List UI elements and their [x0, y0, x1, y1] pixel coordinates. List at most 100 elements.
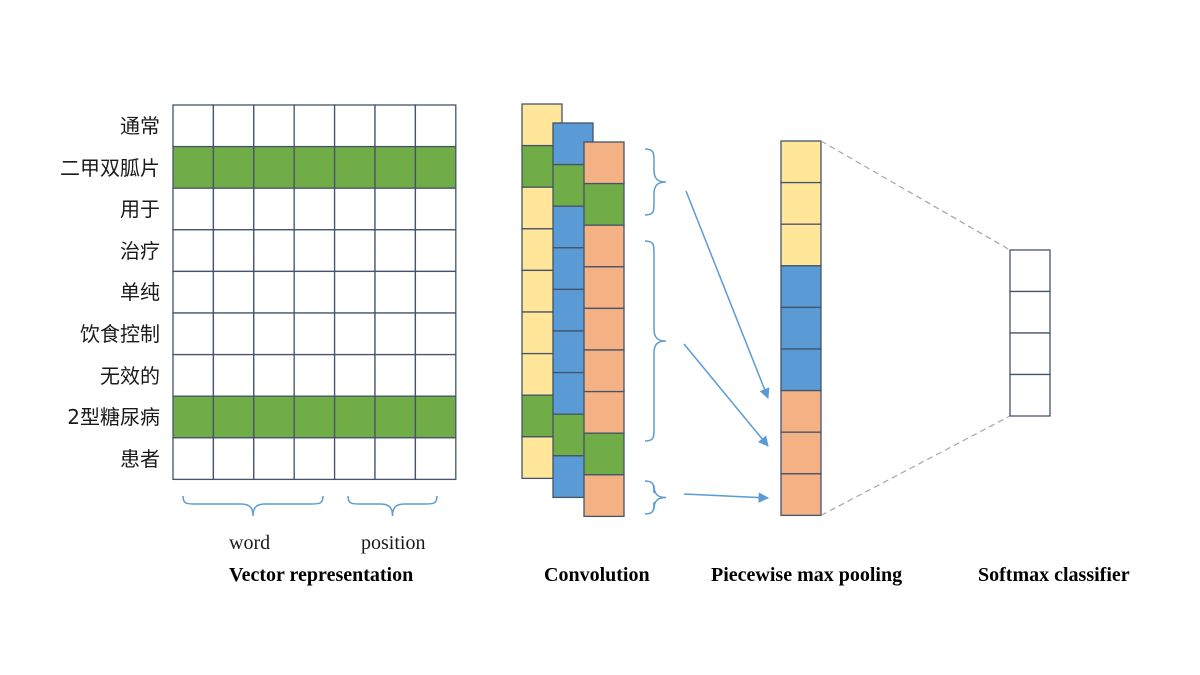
grid-cell — [414, 353, 457, 397]
grid-cell-highlighted — [374, 145, 417, 189]
pooling-cell-yellow — [780, 140, 822, 184]
grid-cell — [293, 353, 336, 397]
grid-cell — [414, 437, 457, 481]
grid-cell — [414, 312, 457, 356]
grid-cell — [212, 312, 255, 356]
grid-cell — [172, 270, 215, 314]
grid-cell-highlighted — [253, 395, 295, 439]
grid-cell-highlighted — [172, 395, 215, 439]
grid-cell — [333, 437, 376, 481]
grid-cell — [333, 270, 376, 314]
grid-cell-highlighted — [253, 145, 295, 189]
softmax-cell — [1009, 373, 1051, 417]
softmax-vector — [1009, 249, 1051, 417]
softmax-cell — [1009, 249, 1051, 293]
grid-cell — [333, 353, 376, 397]
grid-cell — [333, 187, 376, 231]
grid-cell — [293, 104, 336, 148]
pooling-cell-yellow — [780, 181, 822, 225]
word-label: 治疗 — [120, 238, 160, 263]
grid-cell — [333, 104, 376, 148]
grid-cell — [414, 187, 457, 231]
grid-cell — [374, 353, 417, 397]
projection-line-bottom — [820, 415, 1011, 516]
segment-braces — [644, 148, 667, 515]
grid-cell — [212, 187, 255, 231]
grid-cell — [414, 229, 457, 273]
grid-cell — [293, 437, 336, 481]
grid-cell — [212, 353, 255, 397]
grid-cell — [374, 187, 417, 231]
bottom-braces — [182, 495, 438, 517]
word-label: 单纯 — [120, 280, 160, 305]
grid-cell — [212, 270, 255, 314]
conv-cell-orange — [583, 349, 625, 393]
conv-cell-orange — [583, 474, 625, 518]
grid-cell — [374, 229, 417, 273]
grid-cell — [374, 104, 417, 148]
grid-cell — [333, 312, 376, 356]
conv-cell-orange — [583, 224, 625, 268]
grid-cell — [253, 353, 295, 397]
conv-cell-orange — [583, 390, 625, 434]
grid-cell — [374, 312, 417, 356]
grid-cell-highlighted — [293, 145, 336, 189]
grid-cell — [212, 104, 255, 148]
pooling-cell-orange — [780, 431, 822, 475]
pooling-cell-orange — [780, 389, 822, 433]
grid-cell-highlighted — [172, 145, 215, 189]
grid-cell — [172, 312, 215, 356]
softmax-cell — [1009, 290, 1051, 334]
conv-cell-orange — [583, 141, 625, 185]
word-label: 通常 — [120, 114, 160, 138]
pooling-arrow-3 — [683, 492, 770, 503]
grid-cell — [293, 312, 336, 356]
grid-cell — [172, 187, 215, 231]
grid-cell — [293, 187, 336, 231]
pooling-cell-yellow — [780, 223, 822, 267]
grid-cell — [253, 229, 295, 273]
conv-cell-green — [583, 182, 625, 226]
pooling-vector — [780, 140, 822, 517]
segment-brace-2 — [644, 240, 667, 442]
grid-cell-highlighted — [333, 145, 376, 189]
projection-line-top — [820, 140, 1011, 251]
grid-cell-highlighted — [414, 395, 457, 439]
grid-cell — [172, 104, 215, 148]
grid-cell — [253, 104, 295, 148]
grid-cell — [172, 229, 215, 273]
grid-cell — [253, 437, 295, 481]
pooling-arrows — [683, 190, 770, 503]
word-label: 2型糖尿病 — [67, 405, 160, 430]
grid-cell-highlighted — [293, 395, 336, 439]
softmax-cell — [1009, 332, 1051, 376]
grid-cell — [253, 187, 295, 231]
pooling-arrow-1 — [685, 190, 770, 399]
convolution-filters — [521, 103, 625, 518]
conv-cell-orange — [583, 266, 625, 310]
projection-lines — [820, 140, 1011, 516]
position-segment-label: position — [361, 532, 426, 554]
word-label: 用于 — [120, 197, 160, 222]
grid-cell — [414, 104, 457, 148]
pooling-cell-blue — [780, 348, 822, 392]
word-segment-label: word — [229, 532, 271, 554]
caption-convolution: Convolution — [544, 564, 650, 586]
grid-cell — [253, 270, 295, 314]
pooling-arrow-2 — [683, 343, 769, 447]
word-label: 无效的 — [100, 363, 160, 388]
pooling-cell-blue — [780, 265, 822, 309]
grid-cell-highlighted — [212, 395, 255, 439]
grid-cell — [172, 353, 215, 397]
grid-cell-highlighted — [212, 145, 255, 189]
grid-cell-highlighted — [414, 145, 457, 189]
word-label: 二甲双胍片 — [60, 155, 160, 180]
word-brace — [182, 495, 324, 517]
grid-cell — [414, 270, 457, 314]
grid-cell — [172, 437, 215, 481]
grid-cell — [212, 229, 255, 273]
grid-cell-highlighted — [333, 395, 376, 439]
pooling-cell-orange — [780, 473, 822, 517]
grid-cell — [212, 437, 255, 481]
